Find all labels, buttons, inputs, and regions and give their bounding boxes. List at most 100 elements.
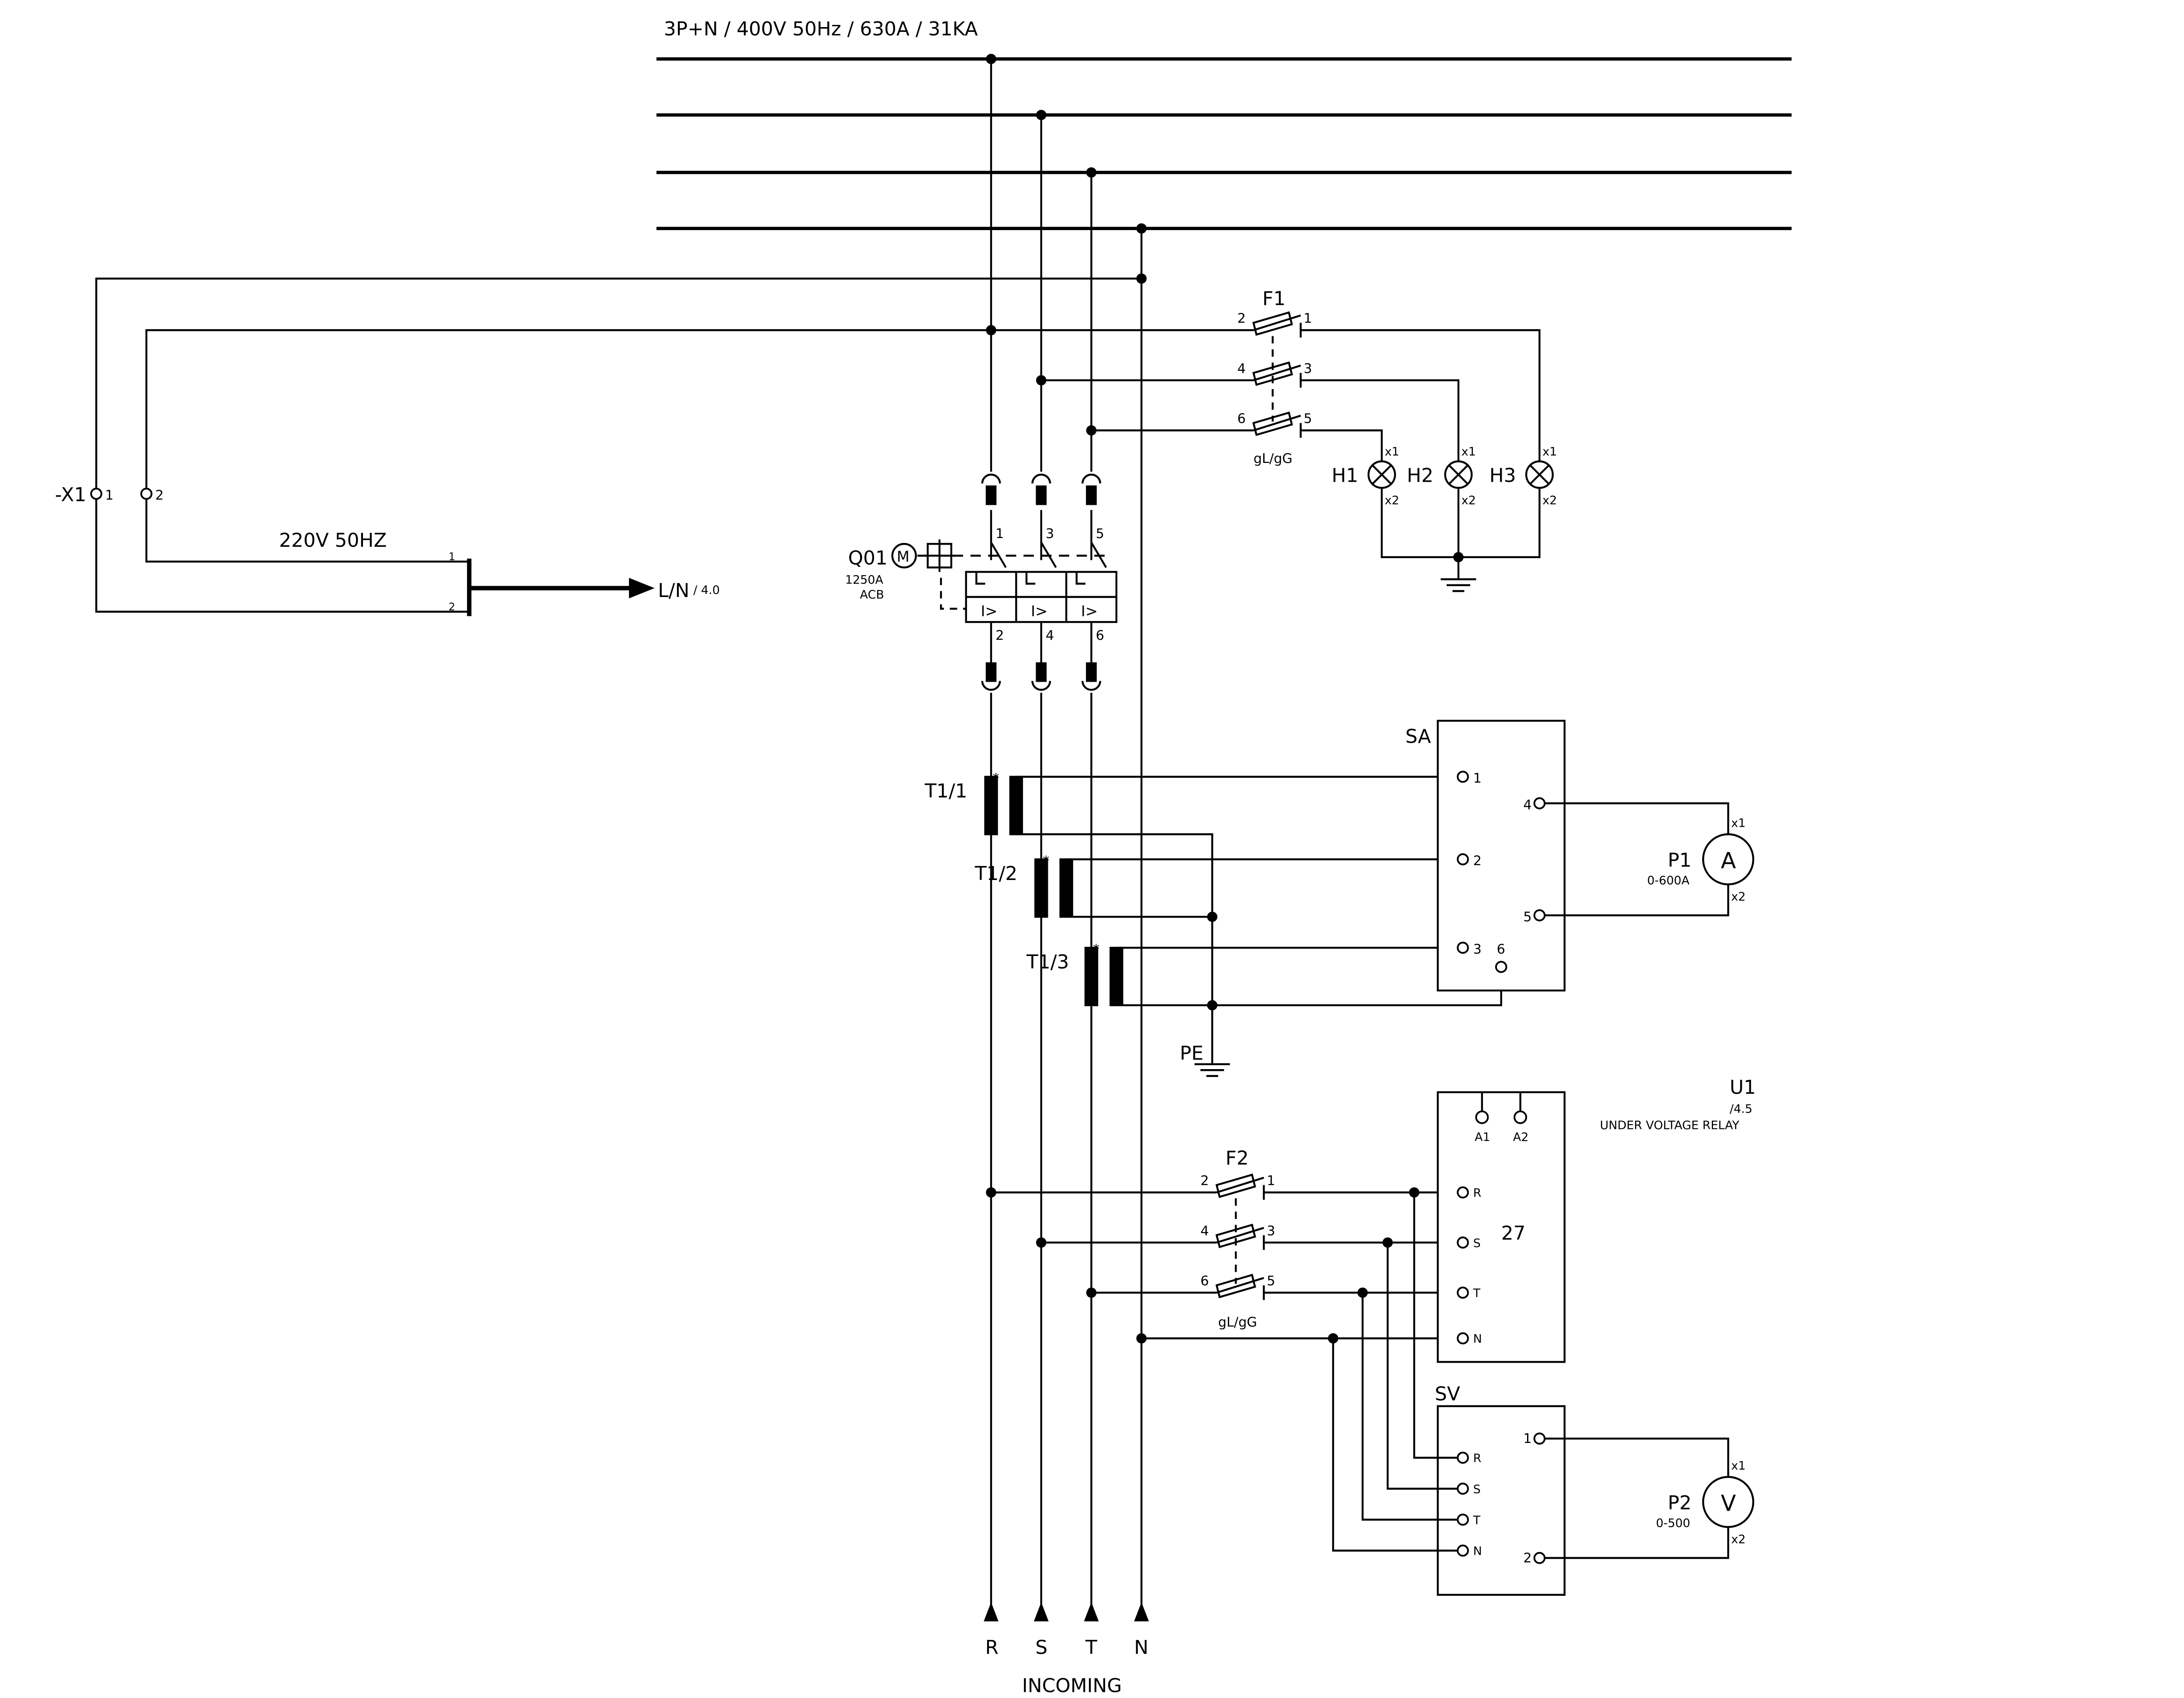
breaker-q01-labels: Q01 1250A ACB M 1 3 5 2 4 6 I> I> I>: [845, 526, 1104, 643]
sv-input: S: [1473, 1483, 1481, 1496]
lamp-pin: x2: [1462, 494, 1476, 507]
sa-pin: 6: [1497, 942, 1505, 957]
indicator-lamps: [1367, 457, 1554, 592]
q01-load-pin: 2: [995, 628, 1004, 643]
lamp-h3: [1525, 460, 1554, 489]
ct-polarity-mark: *: [992, 771, 999, 786]
u1-input: T: [1473, 1287, 1481, 1300]
f2-type: gL/gG: [1218, 1315, 1257, 1330]
ct-junction: [1207, 911, 1218, 922]
sv-terminals: [1457, 1432, 1546, 1564]
q01-load-pin: 4: [1046, 628, 1054, 643]
q01-tag: Q01: [848, 547, 888, 569]
lamp-pin: x1: [1385, 445, 1399, 459]
main-busbar: 3P+N / 400V 50Hz / 630A / 31KA: [656, 18, 1792, 230]
q01-motor-symbol: M: [897, 548, 909, 565]
supply-output-ref: / 4.0: [693, 583, 720, 597]
incoming-phase: T: [1085, 1636, 1097, 1659]
supply-output-label: L/N: [658, 580, 689, 602]
ct-labels: T1/1 T1/2 T1/3 * * * PE: [924, 771, 1203, 1064]
lamp-labels: H1 H2 H3 x1 x1 x1 x2 x2 x2: [1332, 445, 1557, 507]
q01-rating: 1250A: [845, 573, 884, 587]
control-supply: [95, 277, 1142, 616]
x1-terminal-1[interactable]: [90, 487, 103, 500]
f1-pin: 2: [1237, 311, 1246, 326]
p1-symbol: A: [1721, 848, 1736, 873]
supply-pin-2: 2: [449, 601, 455, 613]
sa-pin: 1: [1473, 771, 1482, 786]
p2-pin: x2: [1731, 1533, 1745, 1546]
lamp-tag: H2: [1407, 465, 1434, 487]
sa-pin: 5: [1523, 909, 1531, 925]
relay-u1: [1437, 1091, 1566, 1363]
incoming-arrows: R S T N INCOMING: [984, 1602, 1149, 1697]
bus-junctions: [986, 54, 1147, 436]
phase-conductors: [990, 59, 1143, 1622]
fuse-f2: [991, 1173, 1457, 1339]
fuse-f1: [991, 311, 1541, 457]
sv-output: 1: [1523, 1431, 1531, 1446]
p1-pin: x2: [1731, 890, 1745, 904]
sv-input: N: [1473, 1545, 1482, 1558]
q01-trip: I>: [1081, 603, 1098, 620]
x1-terminal-2[interactable]: [140, 487, 152, 500]
x1-pin-1: 1: [105, 488, 114, 503]
current-transformers: [984, 776, 1502, 1077]
lamp-junction: [1453, 552, 1464, 563]
u1-code: 27: [1501, 1222, 1526, 1244]
lamp-tag: H3: [1489, 465, 1516, 487]
relay-u1-labels: U1 /4.5 UNDER VOLTAGE RELAY 27 A1 A2 R S…: [1473, 1076, 1756, 1346]
ct-tag: T1/1: [924, 780, 967, 802]
u1-input: N: [1473, 1332, 1482, 1346]
u1-desc: UNDER VOLTAGE RELAY: [1600, 1118, 1740, 1132]
u1-input: R: [1473, 1187, 1482, 1200]
ct-polarity-mark: *: [1093, 942, 1099, 957]
f1-pin: 4: [1237, 361, 1246, 376]
q01-load-pin: 6: [1096, 628, 1104, 643]
ct-tag: T1/3: [1026, 951, 1069, 973]
sa-pin: 4: [1523, 797, 1531, 813]
x1-pin-2: 2: [155, 488, 163, 503]
sv-input: T: [1473, 1514, 1481, 1527]
lamp-pin: x2: [1542, 494, 1557, 507]
p1-tag: P1: [1668, 849, 1691, 872]
f1-pin: 6: [1237, 411, 1246, 427]
p2-symbol: V: [1721, 1490, 1736, 1516]
f1-type: gL/gG: [1254, 451, 1292, 466]
q01-line-pin: 5: [1096, 526, 1104, 542]
ct-tag: T1/2: [975, 863, 1017, 885]
lamp-pin: x2: [1385, 494, 1399, 507]
supply-pin-1: 1: [449, 551, 455, 563]
voltmeter-switch-sv: [1332, 1192, 1755, 1596]
fuse-f1-labels: F1 2 1 4 3 6 5 gL/gG: [1237, 288, 1312, 466]
sa-tag: SA: [1405, 725, 1431, 748]
sv-output: 2: [1523, 1551, 1531, 1566]
x1-tag: -X1: [55, 484, 86, 506]
u1-ref: /4.5: [1730, 1102, 1752, 1116]
sa-pin: 2: [1473, 853, 1482, 869]
sa-labels: SA 1 2 3 4 5 6 P1 0-600A A x1 x2: [1405, 725, 1745, 957]
f2-pin: 4: [1200, 1223, 1209, 1239]
p1-range: 0-600A: [1647, 874, 1690, 887]
f1-pin: 1: [1304, 311, 1312, 326]
incoming-phase: N: [1134, 1636, 1148, 1659]
f2-pin: 2: [1200, 1173, 1209, 1189]
supply-label: 220V 50HZ: [279, 529, 387, 552]
earth-label: PE: [1180, 1042, 1203, 1065]
f2-tag: F2: [1226, 1147, 1249, 1169]
lamp-pin: x1: [1542, 445, 1557, 459]
ct-polarity-mark: *: [1043, 853, 1049, 869]
sa-terminals: [1457, 770, 1546, 973]
relay-u1-terminals: [1457, 1110, 1527, 1345]
sv-labels: SV R S T N 1 2 P2 0-500 V x1 x2: [1435, 1383, 1746, 1566]
u1-input: S: [1473, 1236, 1481, 1250]
incoming-phase: S: [1035, 1636, 1047, 1659]
sa-pin: 3: [1473, 942, 1482, 957]
sv-input: R: [1473, 1452, 1482, 1465]
f2-pin: 6: [1200, 1274, 1209, 1289]
terminal-strip-x1: -X1 1 2 220V 50HZ 1 2 L/N / 4.0: [55, 484, 720, 613]
sv-tag: SV: [1435, 1383, 1460, 1405]
f1-pin: 5: [1304, 411, 1312, 427]
f1-pin: 3: [1304, 361, 1312, 376]
